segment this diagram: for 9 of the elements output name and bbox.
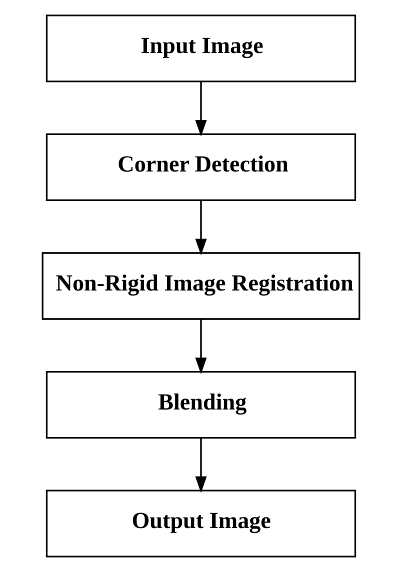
arrow [194,319,206,374]
arrow [194,200,206,256]
node-box: Corner Detection [45,133,356,202]
arrow [194,82,206,137]
node-box: Non-Rigid Image Registration [41,252,360,320]
node-box: Output Image [45,490,356,558]
arrow [194,438,206,493]
node-box: Input Image [45,14,356,82]
node-box: Blending [45,370,356,439]
